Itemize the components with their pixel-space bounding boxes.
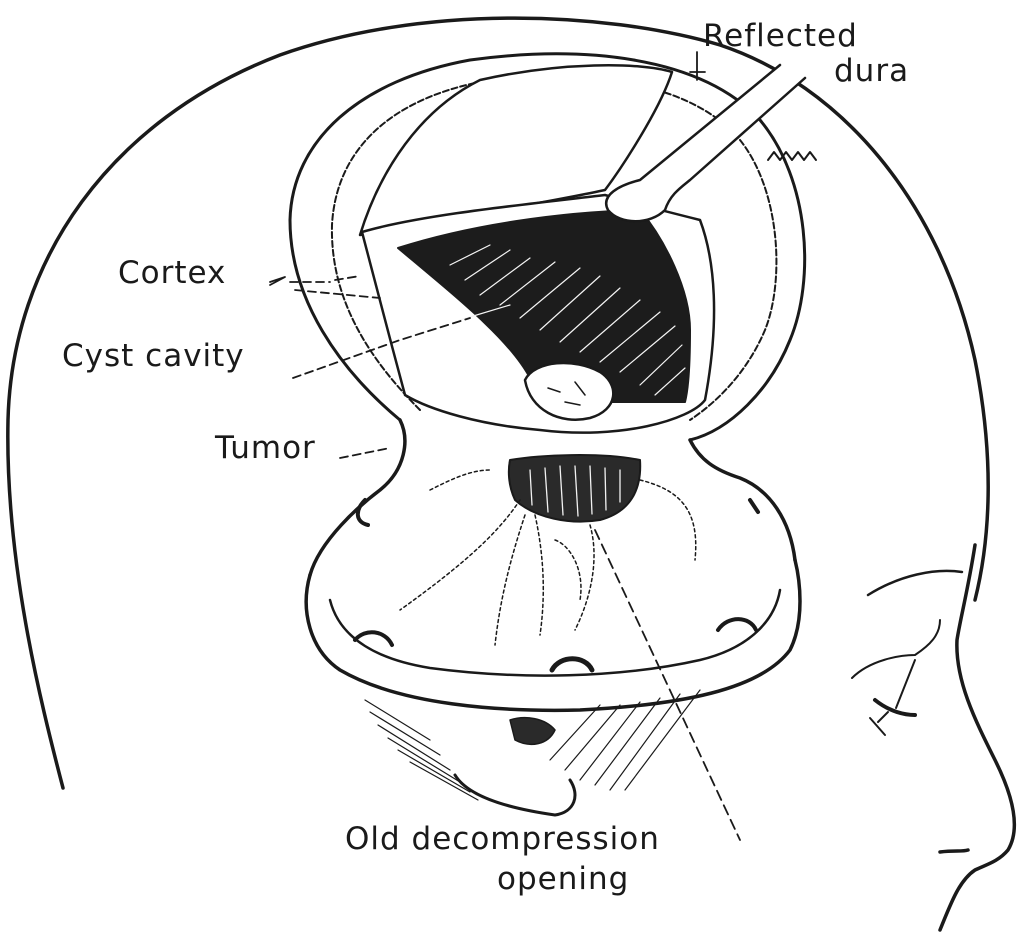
tumor-nodule [523, 361, 615, 421]
notch-upper-left [355, 498, 370, 527]
label-cyst-cavity: Cyst cavity [62, 338, 245, 374]
stalk-striations [529, 465, 621, 517]
neck-lobe [453, 773, 577, 817]
eye-lower-lid [873, 698, 917, 717]
burr-notch-right [716, 617, 758, 632]
eye-upper-lid [851, 619, 941, 679]
nostril [938, 848, 970, 854]
leader-lines [269, 51, 741, 841]
label-reflected-dura-line2: dura [834, 53, 910, 89]
head-outline [6, 16, 990, 790]
face-profile [938, 543, 1017, 932]
tumor-stalk [507, 454, 642, 523]
eyebrow [866, 569, 964, 597]
cavity-striations [449, 244, 686, 396]
surface-vessels [399, 469, 697, 646]
label-old-decompression-line1: Old decompression [345, 821, 660, 857]
lower-bone-inner [328, 588, 782, 677]
burr-notch-center [549, 656, 595, 673]
leader-tumor [339, 447, 391, 459]
leader-cyst-cavity [292, 317, 471, 379]
suture-marks [767, 151, 817, 161]
right-constriction [688, 438, 797, 562]
leader-cortex [269, 276, 286, 286]
leader-old-decompression [594, 529, 741, 841]
label-old-decompression-line2: opening [497, 861, 630, 897]
neck-dark-patch [509, 717, 556, 746]
upper-bone-edge [288, 52, 807, 442]
lower-bone-outer [304, 558, 802, 713]
eye-lid-line [895, 659, 916, 709]
label-cortex: Cortex [118, 255, 227, 291]
notch-upper-right [748, 498, 760, 514]
retractor [605, 63, 807, 223]
leader-reflected-dura [689, 51, 706, 81]
label-tumor: Tumor [215, 430, 316, 466]
left-constriction [308, 418, 407, 577]
label-reflected-dura-line1: Reflected [703, 18, 858, 54]
burr-notch-left [353, 630, 394, 647]
cyst-cavity [397, 209, 691, 403]
eye-lashes [869, 711, 889, 736]
neck-hatching [364, 689, 701, 801]
